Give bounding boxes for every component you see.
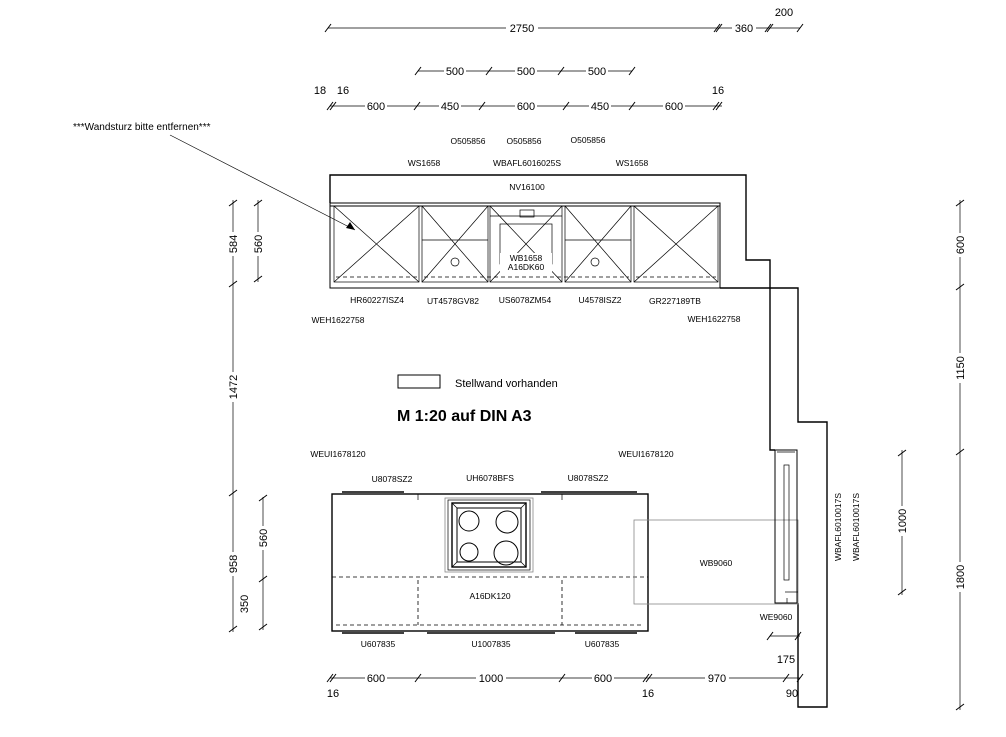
label-weui1678120-left: WEUI1678120 xyxy=(310,449,366,459)
dim-600-bottom-b: 600 xyxy=(594,673,612,685)
label-wbafl6010017s-b: WBAFL6010017S xyxy=(851,493,861,561)
label-u607835-left: U607835 xyxy=(361,639,396,649)
label-ut4578gv82: UT4578GV82 xyxy=(427,296,479,306)
dim-1000-bottom: 1000 xyxy=(479,673,503,685)
dim-970: 970 xyxy=(708,673,726,685)
label-wbafl6016025s: WBAFL6016025S xyxy=(493,158,561,168)
dim-16-right: 16 xyxy=(712,85,724,97)
burner-1 xyxy=(458,510,480,532)
label-u8078sz2-left: U8078SZ2 xyxy=(372,474,413,484)
label-us6078zm54: US6078ZM54 xyxy=(499,295,552,305)
label-hr60227isz4: HR60227ISZ4 xyxy=(350,295,404,305)
dim-16-bottom-mid: 16 xyxy=(642,688,654,700)
label-nv16100: NV16100 xyxy=(509,182,545,192)
dim-360: 360 xyxy=(735,23,753,35)
dim-560-bottom: 560 xyxy=(258,529,270,547)
label-ws1658-left: WS1658 xyxy=(408,158,441,168)
bench-wb9060 xyxy=(633,519,799,605)
label-ws1658-right: WS1658 xyxy=(616,158,649,168)
legend-label: Stellwand vorhanden xyxy=(455,378,558,390)
dim-1000: 1000 xyxy=(897,509,909,533)
dim-450-b: 450 xyxy=(591,101,609,113)
wall-bench: WB9060 WE9060 WBAFL6010017S WBAFL6010017… xyxy=(633,449,861,622)
scale-text: M 1:20 auf DIN A3 xyxy=(397,408,532,425)
label-u4578isz2: U4578ISZ2 xyxy=(579,295,622,305)
wall-note: ***Wandsturz bitte entfernen*** xyxy=(73,122,211,133)
dim-200: 200 xyxy=(775,7,793,19)
label-weh1622758-left: WEH1622758 xyxy=(312,315,365,325)
label-uh6078bfs: UH6078BFS xyxy=(466,473,514,483)
dim-600-a: 600 xyxy=(367,101,385,113)
dim-18: 18 xyxy=(314,85,326,97)
top-dimension-middle: 500 500 500 xyxy=(414,64,636,78)
dim-1150: 1150 xyxy=(955,356,967,380)
label-gr227189tb: GR227189TB xyxy=(649,296,701,306)
label-we9060: WE9060 xyxy=(760,612,793,622)
dim-560-top: 560 xyxy=(253,235,265,253)
dim-500-a: 500 xyxy=(446,66,464,78)
legend-wall-swatch xyxy=(397,374,441,389)
right-dimensions: 600 1150 1000 1800 xyxy=(895,199,967,711)
wall-right-outer xyxy=(770,287,828,708)
label-wbafl6010017s-a: WBAFL6010017S xyxy=(833,493,843,561)
left-dimensions: 584 560 1472 958 560 350 xyxy=(226,199,270,633)
label-a16dk120: A16DK120 xyxy=(469,591,510,601)
burner-2 xyxy=(495,510,519,534)
dim-600-right: 600 xyxy=(955,236,967,254)
label-o505856-c: O505856 xyxy=(571,135,606,145)
label-u607835-right: U607835 xyxy=(585,639,620,649)
dim-500-b: 500 xyxy=(517,66,535,78)
dim-450-a: 450 xyxy=(441,101,459,113)
burner-3 xyxy=(459,542,479,562)
label-u1007835: U1007835 xyxy=(471,639,511,649)
cabinet-gr227189tb xyxy=(633,205,719,283)
dim-175: 175 xyxy=(777,654,795,666)
cabinet-ut4578gv82 xyxy=(421,205,489,283)
top-cabinet-row: WB1658 A16DK60 xyxy=(329,202,721,289)
dim-600-c: 600 xyxy=(665,101,683,113)
dim-600-b: 600 xyxy=(517,101,535,113)
label-wb1658: WB1658 xyxy=(510,253,543,263)
top-dimension-row3: 18 16 600 450 600 450 600 16 xyxy=(314,85,724,113)
dim-1472: 1472 xyxy=(228,375,240,399)
label-u8078sz2-right: U8078SZ2 xyxy=(568,473,609,483)
dim-584: 584 xyxy=(228,235,240,253)
dim-2750: 2750 xyxy=(510,23,534,35)
cabinet-hr60227isz4 xyxy=(333,205,420,283)
cabinet-us6078zm54 xyxy=(489,205,563,283)
dim-16-left: 16 xyxy=(337,85,349,97)
wall-right-inner xyxy=(769,288,775,451)
label-wb9060: WB9060 xyxy=(700,558,733,568)
dim-90: 90 xyxy=(786,688,798,700)
label-weui1678120-right: WEUI1678120 xyxy=(618,449,674,459)
cabinet-u4578isz2 xyxy=(564,205,632,283)
burner-4 xyxy=(493,540,519,566)
label-o505856-b: O505856 xyxy=(507,136,542,146)
cooktop-uh6078bfs xyxy=(451,502,527,568)
dim-350: 350 xyxy=(239,595,251,613)
top-dimension-overall: 2750 360 200 xyxy=(324,7,804,35)
note-leader-arrow xyxy=(346,222,355,230)
label-a16dk60: A16DK60 xyxy=(508,262,545,272)
kitchen-island: A16DK120 xyxy=(331,491,649,634)
label-weh1622758-right: WEH1622758 xyxy=(688,314,741,324)
dim-1800: 1800 xyxy=(955,565,967,589)
bottom-dimensions: 16 600 1000 600 16 970 175 90 xyxy=(326,631,804,700)
note-leader-line xyxy=(169,134,356,231)
label-o505856-a: O505856 xyxy=(451,136,486,146)
dim-16-bottom-left: 16 xyxy=(327,688,339,700)
dim-958: 958 xyxy=(228,555,240,573)
dim-600-bottom-a: 600 xyxy=(367,673,385,685)
dim-500-c: 500 xyxy=(588,66,606,78)
